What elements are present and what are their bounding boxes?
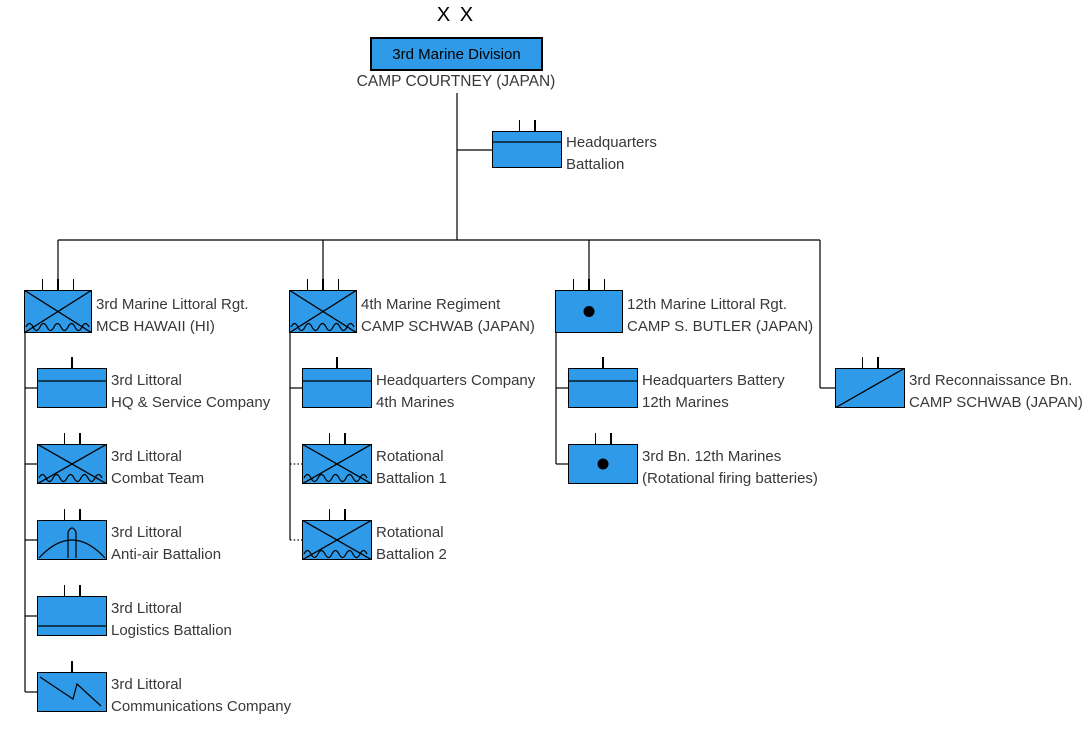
unit-box [492,131,562,168]
artillery-symbol [597,458,609,470]
headquarters-symbol [302,380,372,382]
unit-3rd-littoral-hq-service-co [37,357,107,408]
unit-3rd-littoral-logistics-bn [37,585,107,636]
echelon-battalion-ticks [37,509,107,520]
unit-box [302,368,372,408]
echelon-battalion-ticks [302,509,372,520]
infantry-littoral-symbol [289,290,357,333]
unit-3rd-littoral-combat-team [37,433,107,484]
unit-label: 3rd Marine Littoral Rgt.MCB HAWAII (HI) [96,296,249,335]
unit-hq-battalion [492,120,562,168]
unit-box [555,290,623,333]
unit-3rd-reconnaissance-bn [835,357,905,408]
echelon-company-tick [37,357,107,368]
headquarters-symbol [492,141,562,143]
unit-label: 3rd Bn. 12th Marines(Rotational firing b… [642,448,818,487]
unit-label: 12th Marine Littoral Rgt.CAMP S. BUTLER … [627,296,814,335]
unit-box [302,520,372,560]
unit-box [568,368,638,408]
echelon-regiment-ticks [289,279,357,290]
headquarters-symbol [568,380,638,382]
unit-box [37,368,107,408]
unit-box [289,290,357,333]
echelon-battalion-ticks [37,433,107,444]
infantry-littoral-symbol [37,444,107,484]
echelon-battalion-ticks [835,357,905,368]
unit-3rd-littoral-communications-co [37,661,107,712]
unit-12th-marine-littoral-rgt [555,279,623,333]
echelon-company-tick [302,357,372,368]
unit-box [24,290,92,333]
infantry-littoral-symbol [302,444,372,484]
echelon-company-tick [37,661,107,672]
unit-3rd-marine-littoral-rgt [24,279,92,333]
division-echelon-xx: X X [436,4,476,26]
echelon-regiment-ticks [555,279,623,290]
logistics-symbol [37,625,107,627]
echelon-battalion-ticks [302,433,372,444]
unit-box [37,596,107,636]
unit-box [37,672,107,712]
echelon-battalion-ticks [568,433,638,444]
echelon-battalion-ticks [37,585,107,596]
unit-3rd-bn-12th-marines [568,433,638,484]
echelon-battalion-ticks [492,120,562,131]
unit-4th-marine-regiment [289,279,357,333]
reconnaissance-symbol [835,368,905,408]
unit-box [835,368,905,408]
signal-symbol [39,676,102,707]
unit-hq-company-4th-marines [302,357,372,408]
unit-box [568,444,638,484]
air-defense-symbol [38,527,106,559]
unit-3rd-marine-division: 3rd Marine Division [370,37,543,71]
unit-3rd-littoral-anti-air-bn [37,509,107,560]
unit-box [37,520,107,560]
unit-hq-battery-12th-marines [568,357,638,408]
unit-rotational-battalion-1 [302,433,372,484]
echelon-company-tick [568,357,638,368]
artillery-symbol [583,306,595,317]
headquarters-symbol [37,380,107,382]
infantry-littoral-symbol [24,290,92,333]
unit-box [302,444,372,484]
echelon-regiment-ticks [24,279,92,290]
unit-box [37,444,107,484]
unit-label: 3rd Reconnaissance Bn.CAMP SCHWAB (JAPAN… [909,372,1083,411]
division-location: CAMP COURTNEY (JAPAN) [356,73,556,90]
unit-rotational-battalion-2 [302,509,372,560]
infantry-littoral-symbol [302,520,372,560]
